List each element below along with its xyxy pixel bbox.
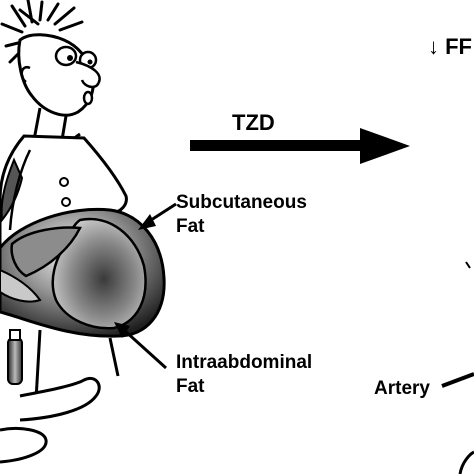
shoe [19,377,101,422]
artery-label: Artery [374,378,430,399]
subcutaneous-label-line1: Subcutaneous [176,192,307,213]
button-icon [59,177,69,187]
artery-pointer-icon [441,372,474,388]
intraabdominal-pointer [114,322,168,370]
top-right-label: ↓ FF [428,34,472,59]
eye-icon [54,45,78,67]
intraabdominal-label-line1: Intraabdominal [176,352,313,373]
subcutaneous-label-line2: Fat [176,216,205,237]
arrow-label: TZD [232,110,275,135]
intraabdominal-label-line2: Fat [176,376,205,397]
right-arrow-icon [190,128,410,164]
subcutaneous-pointer [138,202,177,230]
bottle-icon [7,329,23,385]
